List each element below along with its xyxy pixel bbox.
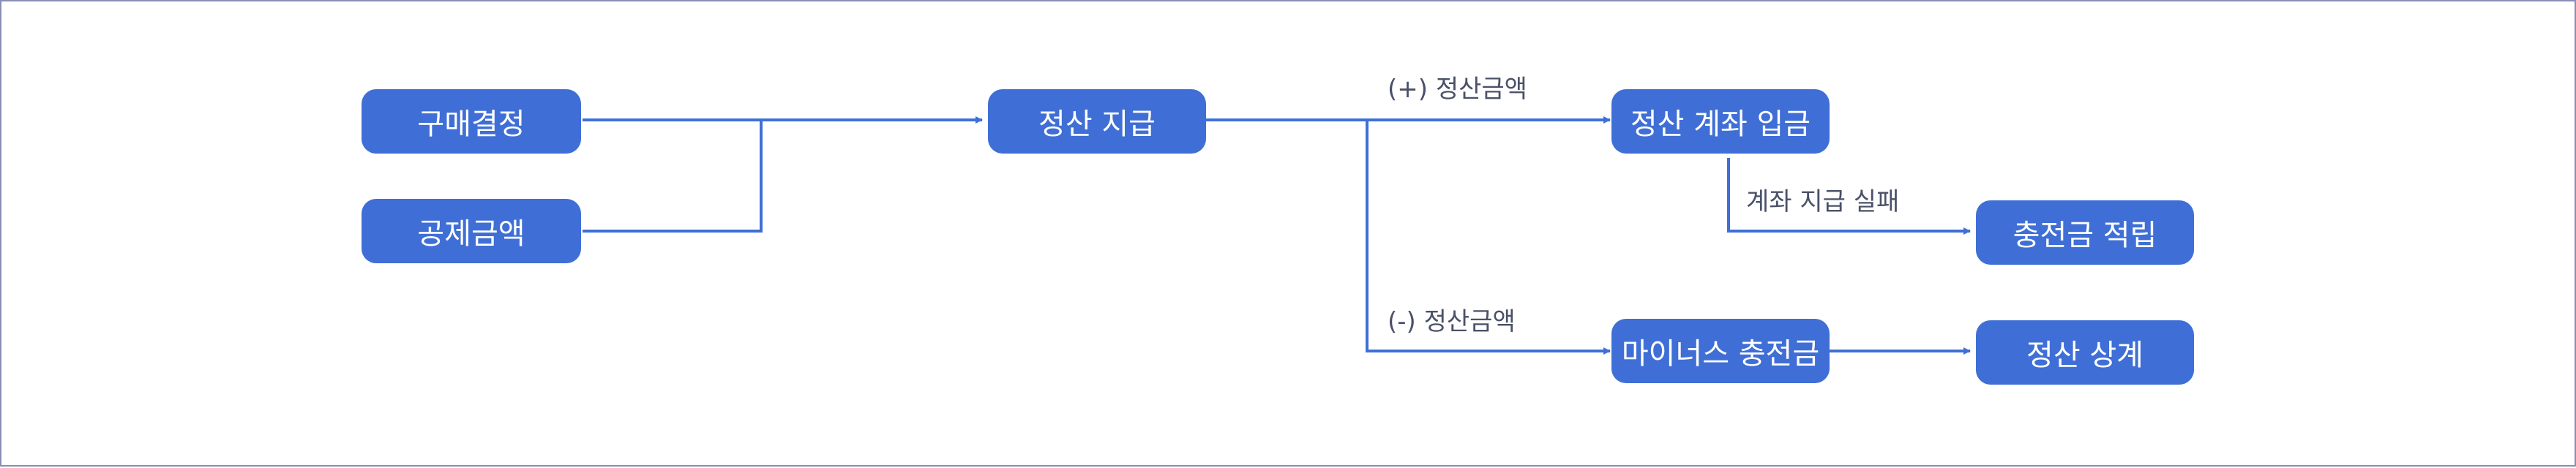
node-settlement-account-deposit: 정산 계좌 입금 — [1611, 89, 1830, 154]
node-charge-accumulate: 충전금 적립 — [1976, 200, 2194, 265]
node-deduction-amount: 공제금액 — [362, 199, 581, 263]
node-settlement-offset: 정산 상계 — [1976, 320, 2194, 385]
edge-label-plus-amount: (+) 정산금액 — [1388, 75, 1527, 104]
edge-label-minus-amount: (-) 정산금액 — [1388, 307, 1516, 336]
node-minus-charge: 마이너스 충전금 — [1611, 319, 1830, 383]
node-settlement-payment: 정산 지급 — [988, 89, 1206, 154]
node-purchase-decision: 구매결정 — [362, 89, 581, 154]
edge-label-account-fail: 계좌 지급 실패 — [1746, 187, 1900, 216]
edge-settlement-to-minus — [1366, 120, 1611, 355]
edge-deduction-merge — [583, 120, 763, 233]
edge-deposit-to-accumulate — [1727, 158, 1971, 235]
